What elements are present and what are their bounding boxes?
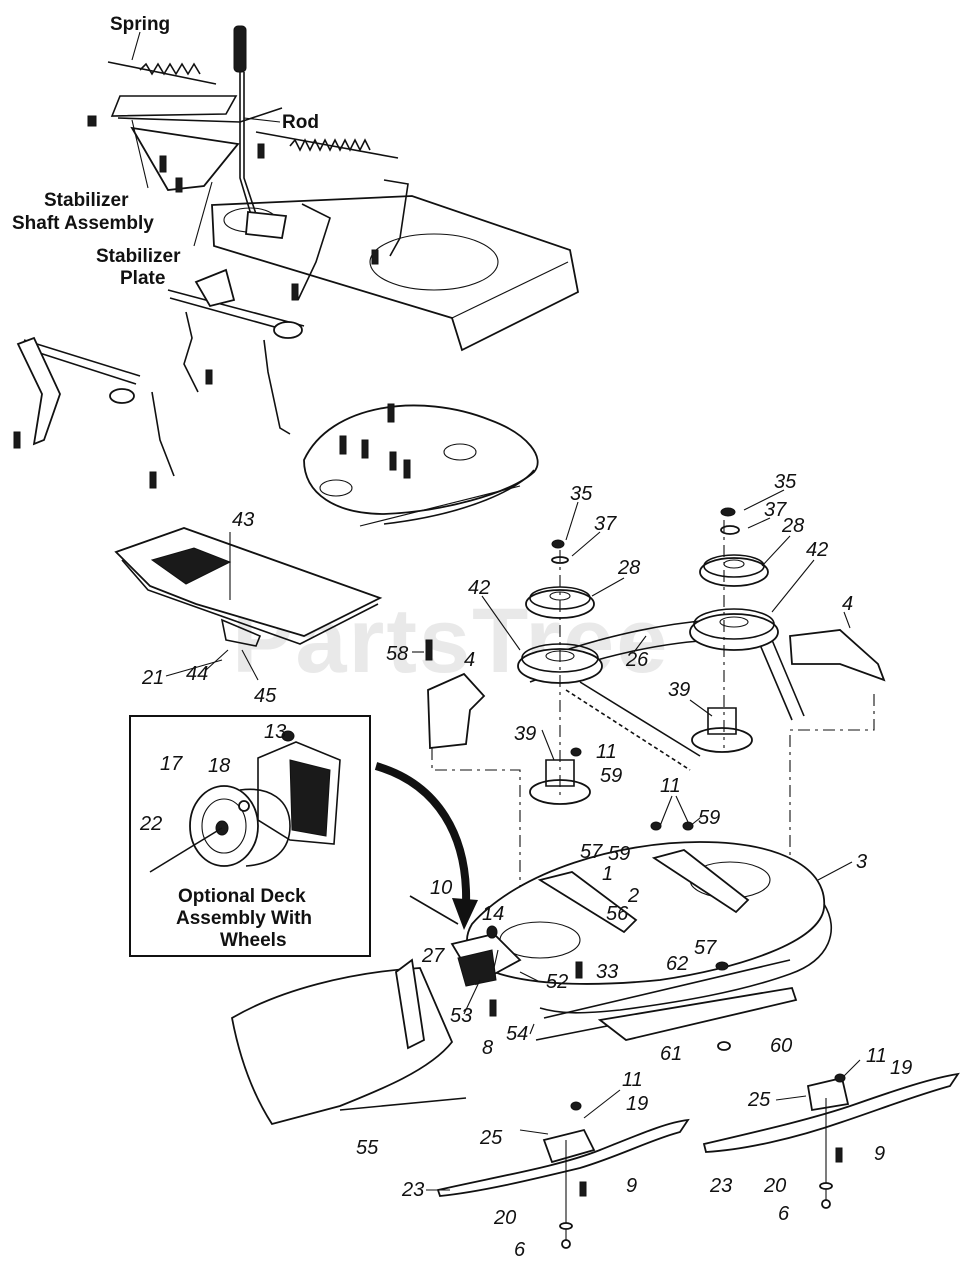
part-2: 2 (627, 885, 639, 907)
part-39-right: 39 (668, 679, 690, 701)
part-42-right: 42 (806, 539, 828, 561)
part-11-blade-right: 11 (866, 1045, 887, 1067)
stabilizer-shaft-label-line1: Stabilizer (44, 190, 129, 211)
part-33: 33 (596, 961, 618, 983)
deck-baffle-60 (597, 986, 798, 1041)
part-11-blade-left: 11 (622, 1069, 643, 1091)
part-43: 43 (232, 509, 254, 531)
part-10: 10 (430, 877, 452, 899)
stabilizer-plate-label-line2: Plate (120, 268, 165, 289)
inset-arrow (374, 762, 471, 905)
foot-plate (114, 527, 383, 647)
belt-guard-left (427, 672, 521, 930)
part-37-right: 37 (764, 499, 787, 521)
part-1: 1 (602, 863, 613, 885)
part-42-left: 42 (468, 577, 490, 599)
part-9-blade-left: 9 (626, 1175, 637, 1197)
blade-left (436, 1118, 690, 1240)
blade-right (702, 1072, 960, 1200)
part-28-left: 28 (617, 557, 640, 579)
inset-arrow-head (452, 898, 478, 930)
part-45: 45 (254, 685, 277, 707)
part-59-lower: 59 (608, 843, 630, 865)
deck-front-bracket (409, 895, 522, 987)
part-57-top: 57 (580, 841, 603, 863)
part-53: 53 (450, 1005, 472, 1027)
pulley-left (517, 539, 603, 684)
optional-wheel-inset (129, 715, 371, 957)
inset-part-17: 17 (160, 753, 183, 775)
part-60: 60 (770, 1035, 792, 1057)
lift-rod-handle (233, 25, 288, 239)
inset-caption-line1: Optional Deck (178, 886, 306, 907)
part-4-left: 4 (464, 649, 475, 671)
part-20-blade-left: 20 (493, 1207, 516, 1229)
part-57-bottom: 57 (694, 937, 717, 959)
tractor-frame-panel (211, 195, 580, 352)
inset-caption-line2: Assembly With (176, 908, 312, 929)
inset-part-13: 13 (264, 721, 286, 743)
stabilizer-plate-linkage (167, 179, 409, 435)
part-61: 61 (660, 1043, 682, 1065)
part-35-right: 35 (774, 471, 797, 493)
part-27: 27 (421, 945, 445, 967)
stabilizer-shaft-label-line2: Shaft Assembly (12, 213, 154, 234)
part-21: 21 (141, 667, 164, 689)
part-39-left: 39 (514, 723, 536, 745)
part-19-blade-right: 19 (890, 1057, 912, 1079)
stabilizer-plate-label-line1: Stabilizer (96, 246, 181, 267)
part-28-right: 28 (781, 515, 804, 537)
part-55: 55 (356, 1137, 379, 1159)
part-25-blade-left: 25 (479, 1127, 503, 1149)
part-59-center: 59 (698, 807, 720, 829)
part-11-left: 11 (596, 741, 617, 763)
inset-part-18: 18 (208, 755, 230, 777)
part-54: 54 (506, 1023, 528, 1045)
left-lift-arm (13, 336, 175, 489)
part-11-center: 11 (660, 775, 681, 797)
spring-assembly (107, 61, 399, 159)
part-62: 62 (666, 953, 688, 975)
leader-lines (412, 489, 861, 1191)
part-23-blade-left: 23 (401, 1179, 424, 1201)
part-52: 52 (546, 971, 568, 993)
part-19-blade-left: 19 (626, 1093, 648, 1115)
part-58: 58 (386, 643, 408, 665)
belt-guard-right (789, 629, 886, 860)
part-6-blade-right: 6 (778, 1203, 790, 1225)
rod-label: Rod (282, 112, 319, 133)
spindle-right (691, 520, 753, 753)
part-44: 44 (186, 663, 208, 685)
part-26: 26 (625, 649, 649, 671)
part-23-blade-right: 23 (709, 1175, 732, 1197)
chute-deflector (230, 958, 467, 1126)
part-37-left: 37 (594, 513, 617, 535)
hardware (425, 639, 846, 1249)
part-6-blade-left: 6 (514, 1239, 526, 1261)
spindle-left (529, 550, 591, 805)
spring-label: Spring (110, 14, 170, 35)
part-56: 56 (606, 903, 629, 925)
mower-deck-housing (466, 841, 833, 1041)
stabilizer-shaft-assembly (87, 107, 379, 265)
inset-part-22: 22 (139, 813, 162, 835)
part-20-blade-right: 20 (763, 1175, 786, 1197)
part-8: 8 (482, 1037, 493, 1059)
part-14: 14 (482, 903, 504, 925)
pulley-right (689, 507, 779, 651)
part-9-blade-right: 9 (874, 1143, 885, 1165)
part-4-right: 4 (842, 593, 853, 615)
part-3: 3 (856, 851, 867, 873)
part-59-left: 59 (600, 765, 622, 787)
inset-caption-line3: Wheels (220, 930, 287, 951)
part-35-left: 35 (570, 483, 593, 505)
part-25-blade-right: 25 (747, 1089, 771, 1111)
deck-preview-top (303, 403, 539, 527)
